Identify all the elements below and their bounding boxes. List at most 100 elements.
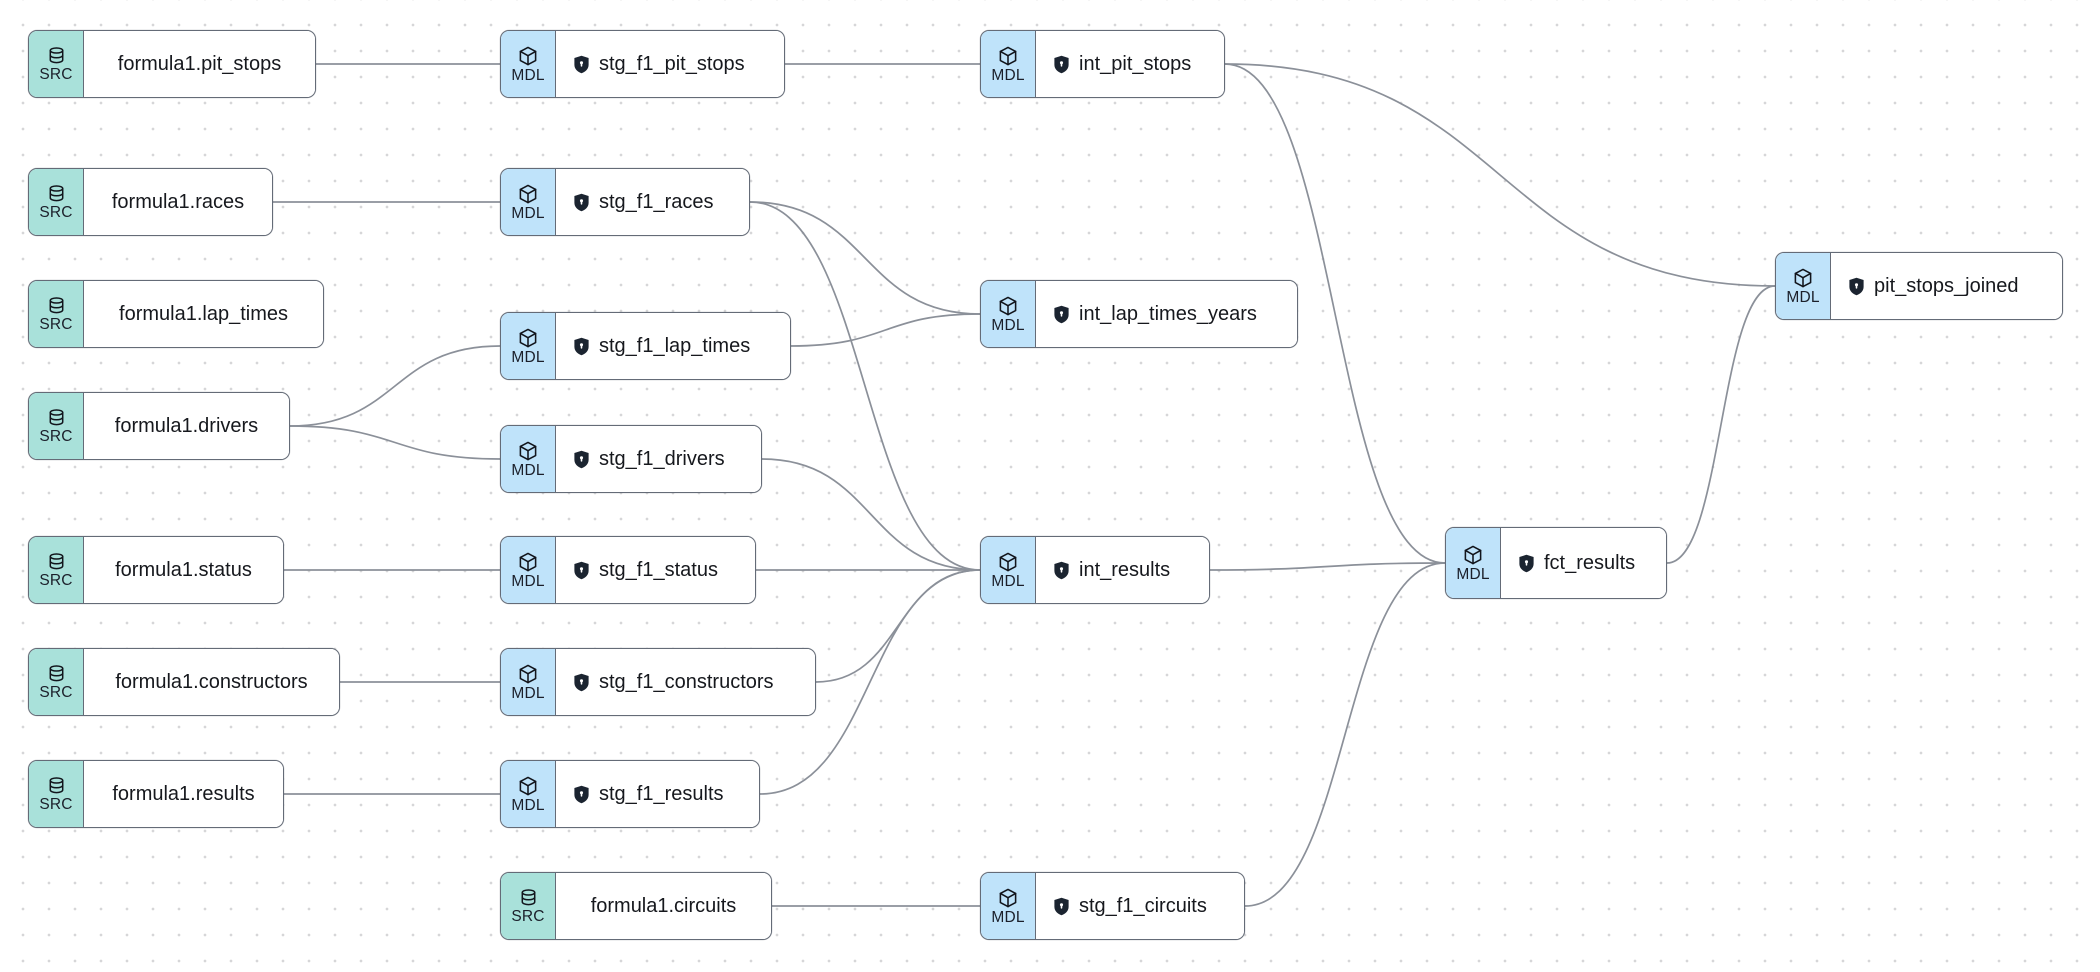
cube-icon (517, 663, 539, 685)
mdl-badge: MDL (1446, 528, 1501, 598)
mdl-badge-label: MDL (511, 796, 545, 814)
src-badge: SRC (501, 873, 556, 939)
node-label: stg_f1_circuits (1079, 894, 1207, 917)
cube-icon (517, 183, 539, 205)
node-stg_pit_stops[interactable]: MDL stg_f1_pit_stops (500, 30, 785, 98)
cube-icon (517, 775, 539, 797)
node-body: formula1.status (84, 537, 283, 603)
mdl-badge-label: MDL (991, 572, 1025, 590)
src-badge: SRC (29, 537, 84, 603)
mdl-badge-label: MDL (991, 316, 1025, 334)
node-pit_stops_joined[interactable]: MDL pit_stops_joined (1775, 252, 2063, 320)
node-int_pit_stops[interactable]: MDL int_pit_stops (980, 30, 1225, 98)
edge-int_pit_stops-to-pit_stops_joined (1224, 63, 1776, 287)
edge-stg_races-to-int_results (749, 201, 981, 571)
mdl-badge-label: MDL (511, 572, 545, 590)
database-icon (46, 45, 67, 66)
edge-fct_results-to-pit_stops_joined (1666, 285, 1776, 564)
node-label: formula1.results (112, 782, 255, 805)
shield-lock-icon (1848, 277, 1865, 296)
edge-stg_races-to-int_lap_times_years (749, 201, 981, 315)
node-body: formula1.circuits (556, 873, 771, 939)
node-src_status[interactable]: SRC formula1.status (28, 536, 284, 604)
edge-stg_circuits-to-fct_results (1244, 562, 1446, 907)
mdl-badge-label: MDL (511, 348, 545, 366)
mdl-badge: MDL (501, 169, 556, 235)
node-int_lap_times_years[interactable]: MDL int_lap_times_years (980, 280, 1298, 348)
node-body: formula1.drivers (84, 393, 289, 459)
node-body: formula1.results (84, 761, 283, 827)
cube-icon (517, 551, 539, 573)
cube-icon (997, 887, 1019, 909)
mdl-badge-label: MDL (511, 66, 545, 84)
src-badge: SRC (29, 761, 84, 827)
node-body: stg_f1_lap_times (556, 313, 790, 379)
node-label: int_lap_times_years (1079, 302, 1257, 325)
cube-icon (997, 295, 1019, 317)
src-badge: SRC (29, 169, 84, 235)
mdl-badge: MDL (501, 313, 556, 379)
node-label: formula1.constructors (115, 670, 308, 693)
mdl-badge-label: MDL (991, 66, 1025, 84)
edge-stg_constructors-to-int_results (815, 569, 981, 683)
src-badge-label: SRC (511, 908, 545, 926)
node-src_races[interactable]: SRC formula1.races (28, 168, 273, 236)
edge-src_drivers-to-stg_drivers (289, 425, 501, 460)
edge-stg_lap_times-to-int_lap_times_years (790, 313, 981, 347)
shield-lock-icon (573, 785, 590, 804)
cube-icon (997, 45, 1019, 67)
mdl-badge: MDL (501, 649, 556, 715)
mdl-badge: MDL (981, 537, 1036, 603)
database-icon (46, 551, 67, 572)
shield-lock-icon (1053, 305, 1070, 324)
database-icon (46, 663, 67, 684)
node-src_lap_times[interactable]: SRC formula1.lap_times (28, 280, 324, 348)
node-body: formula1.lap_times (84, 281, 323, 347)
node-label: formula1.circuits (590, 894, 737, 917)
node-body: pit_stops_joined (1831, 253, 2062, 319)
node-stg_races[interactable]: MDL stg_f1_races (500, 168, 750, 236)
mdl-badge: MDL (501, 537, 556, 603)
cube-icon (1792, 267, 1814, 289)
edge-stg_drivers-to-int_results (761, 458, 981, 571)
mdl-badge: MDL (1776, 253, 1831, 319)
cube-icon (1462, 544, 1484, 566)
node-body: stg_f1_races (556, 169, 749, 235)
node-src_constructors[interactable]: SRC formula1.constructors (28, 648, 340, 716)
cube-icon (517, 45, 539, 67)
src-badge: SRC (29, 281, 84, 347)
shield-lock-icon (573, 193, 590, 212)
database-icon (46, 775, 67, 796)
node-src_circuits[interactable]: SRC formula1.circuits (500, 872, 772, 940)
node-body: int_pit_stops (1036, 31, 1224, 97)
src-badge: SRC (29, 393, 84, 459)
node-label: stg_f1_races (599, 190, 714, 213)
node-label: formula1.lap_times (119, 302, 288, 325)
node-src_results[interactable]: SRC formula1.results (28, 760, 284, 828)
src-badge: SRC (29, 649, 84, 715)
mdl-badge-label: MDL (1456, 565, 1490, 583)
src-badge-label: SRC (39, 796, 73, 814)
database-icon (518, 887, 539, 908)
node-body: formula1.races (84, 169, 272, 235)
database-icon (46, 295, 67, 316)
database-icon (46, 407, 67, 428)
node-label: formula1.status (115, 558, 252, 581)
node-body: stg_f1_pit_stops (556, 31, 784, 97)
node-body: formula1.constructors (84, 649, 339, 715)
src-badge-label: SRC (39, 204, 73, 222)
mdl-badge-label: MDL (1786, 288, 1820, 306)
node-stg_lap_times[interactable]: MDL stg_f1_lap_times (500, 312, 791, 380)
src-badge-label: SRC (39, 572, 73, 590)
mdl-badge: MDL (501, 426, 556, 492)
